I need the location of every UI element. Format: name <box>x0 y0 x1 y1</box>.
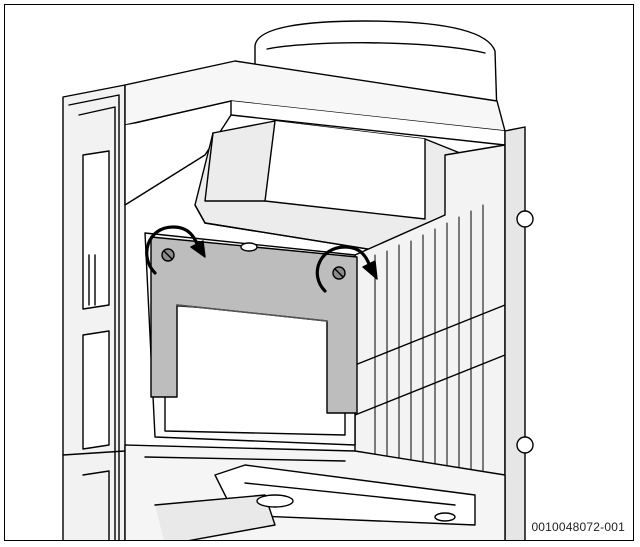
baffle-hood <box>194 120 466 256</box>
figure-id-label: 0010048072-001 <box>527 520 625 534</box>
ash-pan-area <box>124 444 506 540</box>
baffle-plate <box>150 236 358 414</box>
rotate-clockwise-arrow-icon <box>315 245 378 293</box>
stove-insert-illustration <box>62 20 534 540</box>
illustration-frame: 0010048072-001 <box>4 4 634 541</box>
right-door-frame <box>504 126 534 540</box>
left-screw <box>161 248 175 262</box>
left-door-frame <box>62 84 126 540</box>
rotate-clockwise-arrow-icon <box>145 225 206 275</box>
right-screw <box>332 266 346 280</box>
